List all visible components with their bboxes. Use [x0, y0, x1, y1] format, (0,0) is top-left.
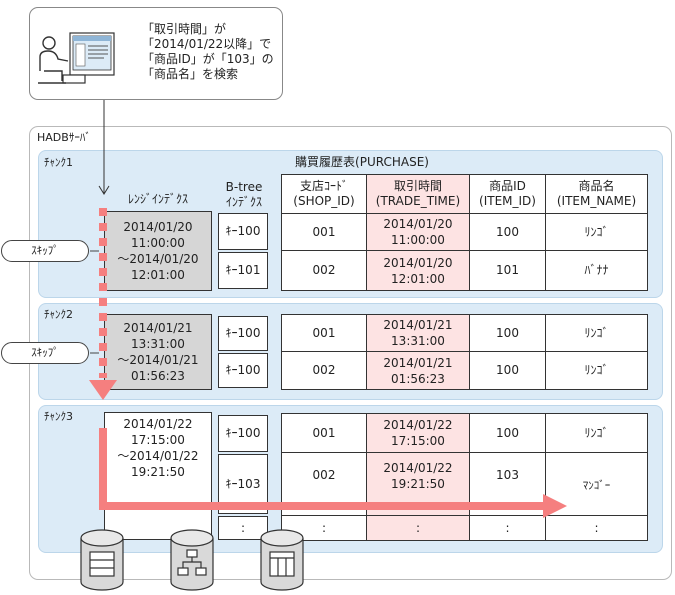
range-line: 2014/01/21 — [123, 321, 193, 335]
table-cell-shop: 002 — [312, 468, 336, 482]
header-line: 商品名 — [578, 179, 615, 193]
header-line: (ITEM_ID) — [479, 194, 536, 208]
time-date: 2014/01/20 — [383, 217, 453, 231]
search-path-arrowhead — [543, 494, 567, 518]
range-line: 2014/01/20 — [123, 220, 193, 234]
query-line: 「2014/01/22以降」で — [142, 37, 272, 51]
header-line: 商品ID — [489, 179, 526, 193]
range-line: ～2014/01/22 — [117, 449, 199, 463]
table-cell-item: 100 — [469, 351, 546, 390]
range-line: ～2014/01/21 — [117, 353, 199, 367]
time-date: 2014/01/22 — [383, 461, 453, 475]
time-clock: 01:56:23 — [391, 371, 445, 386]
chunk-label: ﾁｬﾝｸ2 — [44, 308, 73, 321]
time-clock: 13:31:00 — [391, 334, 445, 348]
range-line: 12:01:00 — [131, 268, 185, 282]
table-cell-name: ﾘﾝｺﾞ — [545, 314, 648, 352]
range-index-box-3: 2014/01/22 17:15:00 ～2014/01/22 19:21:50 — [104, 412, 212, 540]
time-date: 2014/01/21 — [383, 355, 453, 370]
btree-key-cell: ｷｰ100 — [218, 353, 268, 388]
table-cell-item: 103 — [496, 468, 519, 482]
time-date: 2014/01/20 — [383, 255, 453, 270]
table-cell-time: 2014/01/21 01:56:23 — [366, 351, 470, 390]
item-id-header: 商品ID (ITEM_ID) — [469, 174, 546, 214]
btree-key-cell: ｷｰ100 — [218, 213, 268, 250]
skip-label-1: ｽｷｯﾌﾟ — [1, 240, 89, 262]
query-text: 「取引時間」が 「2014/01/22以降」で 「商品ID」が「103」の 「商… — [142, 22, 282, 82]
chunk-label: ﾁｬﾝｸ3 — [44, 410, 73, 423]
header-line: 支店ｺｰﾄﾞ — [299, 179, 348, 193]
ellipsis-cell: : — [545, 515, 648, 541]
btree-key-cell: ｷｰ100 — [218, 316, 268, 351]
table-cell-name: ﾘﾝｺﾞ — [545, 413, 648, 453]
range-index-box-1: 2014/01/20 11:00:00 ～2014/01/20 12:01:00 — [104, 211, 212, 291]
table-cell-name: ﾘﾝｺﾞ — [545, 213, 648, 251]
search-path-arrow — [99, 428, 545, 510]
time-clock: 19:21:50 — [391, 477, 445, 491]
shop-id-header: 支店ｺｰﾄﾞ (SHOP_ID) — [281, 174, 367, 214]
time-date: 2014/01/21 — [383, 318, 453, 332]
range-line: 2014/01/22 — [123, 417, 193, 431]
range-line: 11:00:00 — [131, 236, 185, 250]
table-cell-time: 2014/01/21 13:31:00 — [366, 314, 470, 352]
header-line: (TRADE_TIME) — [375, 194, 461, 208]
table-cell-item: 100 — [469, 314, 546, 352]
server-label: HADBｻｰﾊﾞ — [37, 131, 91, 144]
header-line: (SHOP_ID) — [293, 194, 355, 208]
btree-key-cell: ｷｰ101 — [218, 252, 268, 289]
query-line: 「商品ID」が「103」の — [142, 52, 274, 66]
user-at-computer-icon — [38, 32, 115, 84]
time-clock: 17:15:00 — [391, 434, 445, 448]
table-cell-name: ﾊﾞﾅﾅ — [545, 250, 648, 291]
range-line: 01:56:23 — [131, 369, 185, 383]
table-cell-shop: 002 — [281, 351, 367, 390]
time-clock: 11:00:00 — [391, 233, 445, 247]
ellipsis-cell: : — [469, 515, 546, 541]
time-clock: 12:01:00 — [391, 271, 445, 286]
table-cell-item: 101 — [469, 250, 546, 291]
header-line: B-tree — [225, 180, 263, 194]
range-line: 19:21:50 — [131, 465, 185, 479]
btree-index-header: B-tree ｲﾝﾃﾞｸｽ — [214, 180, 274, 210]
table-cell-shop: 001 — [281, 213, 367, 251]
range-index-header: ﾚﾝｼﾞｲﾝﾃﾞｸｽ — [127, 192, 188, 206]
btree-storage-icon — [170, 529, 214, 591]
time-date: 2014/01/22 — [383, 418, 453, 432]
range-line: 13:31:00 — [131, 337, 185, 351]
table-cell-time: 2014/01/20 12:01:00 — [366, 250, 470, 291]
columnar-storage-icon — [260, 529, 304, 591]
header-line: (ITEM_NAME) — [556, 194, 637, 208]
table-cell-name: ﾘﾝｺﾞ — [545, 351, 648, 390]
table-cell-item: 100 — [469, 413, 546, 453]
trade-time-header: 取引時間 (TRADE_TIME) — [366, 174, 470, 214]
query-line: 「取引時間」が — [142, 22, 227, 36]
table-cell-name: ﾏﾝｺﾞｰ — [582, 479, 611, 492]
table-cell-shop: 001 — [281, 413, 367, 453]
range-line: ～2014/01/20 — [117, 252, 199, 266]
table-title: 購買履歴表(PURCHASE) — [295, 155, 429, 169]
table-storage-icon — [80, 529, 124, 591]
btree-ellipsis-cell: : — [218, 516, 268, 540]
query-line: 「商品名」を検索 — [142, 67, 239, 81]
skip-label-2: ｽｷｯﾌﾟ — [1, 342, 89, 364]
range-index-box-2: 2014/01/21 13:31:00 ～2014/01/21 01:56:23 — [104, 314, 212, 390]
header-line: ｲﾝﾃﾞｸｽ — [225, 195, 262, 209]
header-line: 取引時間 — [393, 179, 442, 193]
chunk-label: ﾁｬﾝｸ1 — [44, 156, 73, 169]
btree-key-cell: ｷｰ100 — [218, 415, 268, 452]
skip-arrowhead — [89, 380, 117, 400]
range-line: 17:15:00 — [131, 433, 185, 447]
item-name-header: 商品名 (ITEM_NAME) — [545, 174, 648, 214]
